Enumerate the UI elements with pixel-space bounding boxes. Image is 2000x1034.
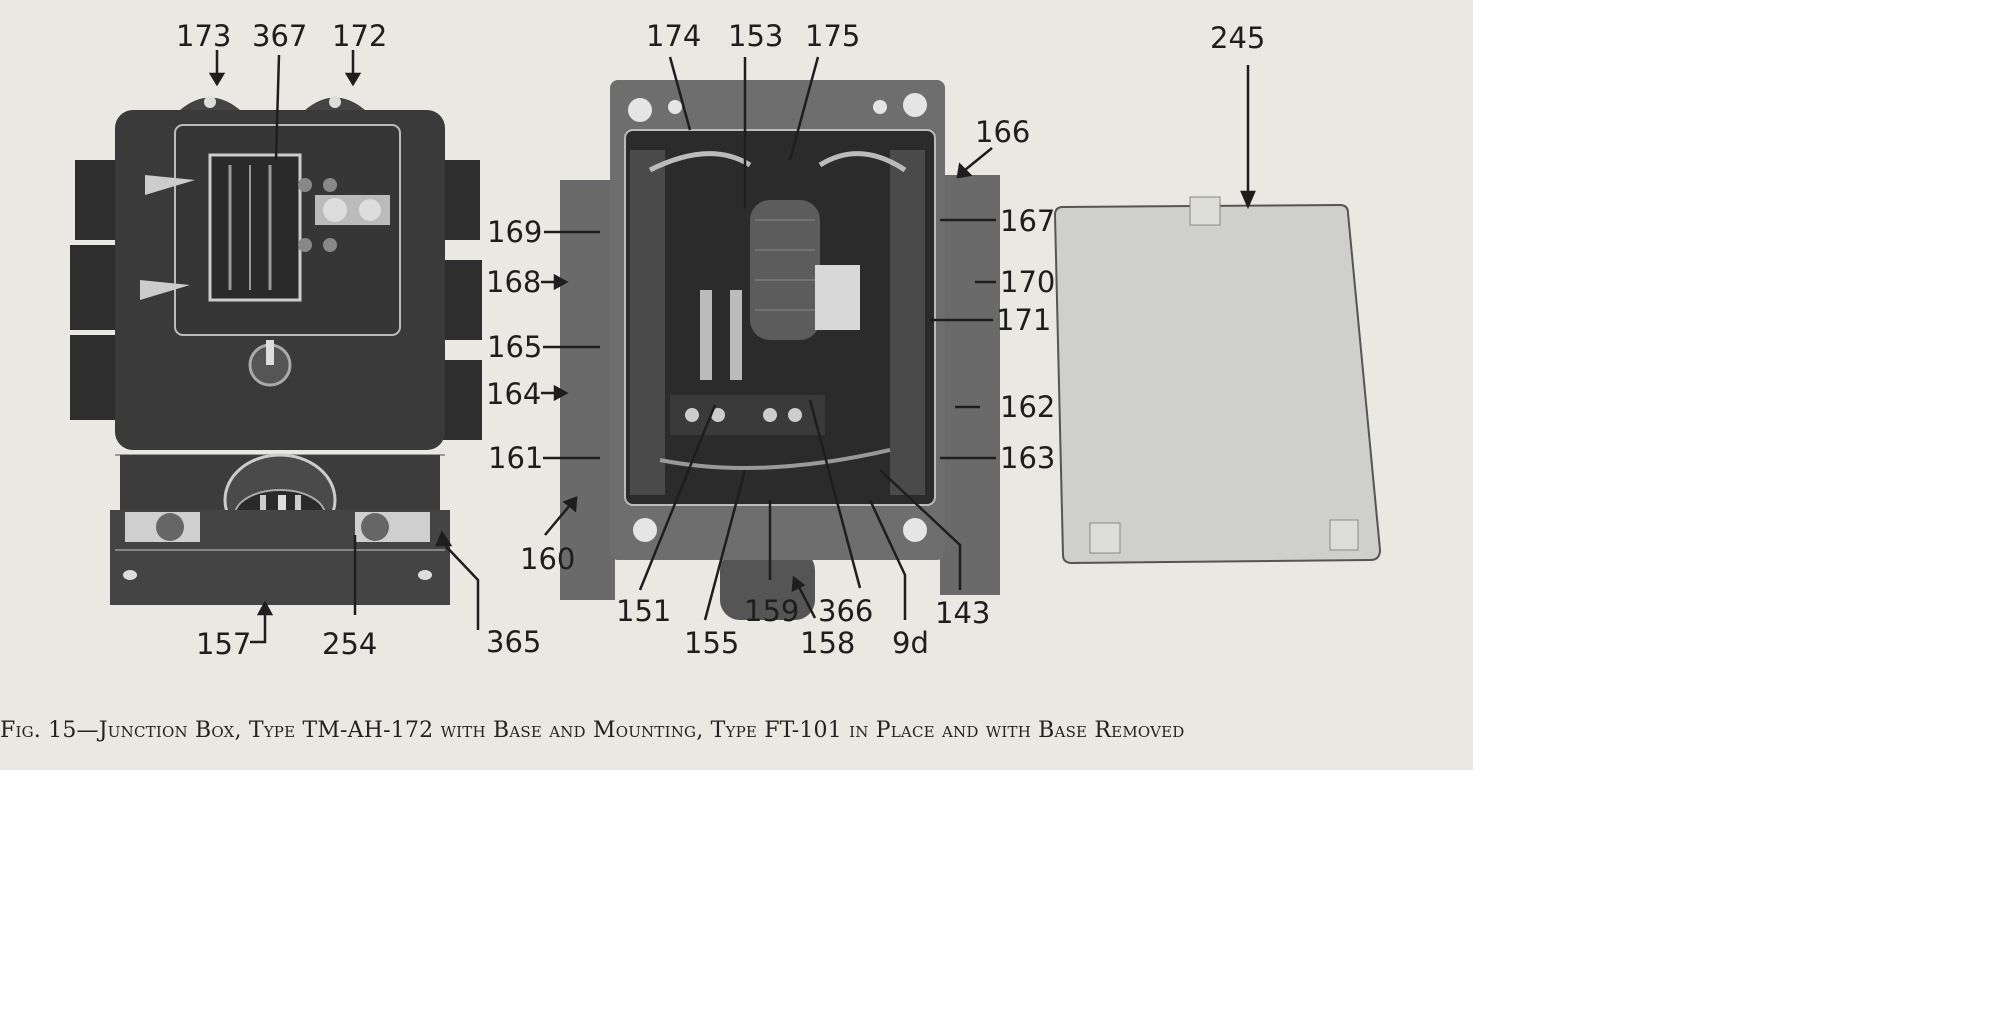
callout-162: 162 [1000,390,1056,424]
callout-170: 170 [1000,265,1056,299]
figure-caption: Fig. 15—Junction Box, Type TM-AH-172 wit… [0,718,1185,743]
callout-164: 164 [486,377,542,411]
callout-169: 169 [487,215,543,249]
callout-143: 143 [935,596,991,630]
callout-174: 174 [646,19,702,53]
callout-173: 173 [176,19,232,53]
junction-box-base-removed-photo [560,80,1000,620]
callout-367: 367 [252,19,308,53]
junction-box-assembled-photo [70,80,490,605]
callout-161: 161 [488,441,544,475]
callout-165: 165 [487,330,543,364]
callout-365: 365 [486,625,542,659]
callout-155: 155 [684,626,740,660]
callout-151: 151 [616,594,672,628]
callout-254: 254 [322,627,378,661]
callout-166: 166 [975,115,1031,149]
callout-leader-lines [208,50,1256,644]
callout-172: 172 [332,19,388,53]
callout-157: 157 [196,627,252,661]
callout-159: 159 [744,594,800,628]
callout-160: 160 [520,542,576,576]
callout-171: 171 [996,303,1052,337]
callout-163: 163 [1000,441,1056,475]
callout-153: 153 [728,19,784,53]
callout-168: 168 [486,265,542,299]
callout-167: 167 [1000,204,1056,238]
callout-9d: 9d [892,626,929,660]
callout-175: 175 [805,19,861,53]
callout-158: 158 [800,626,856,660]
callout-245: 245 [1210,21,1266,55]
callout-366: 366 [818,594,874,628]
base-cover-photo [1050,195,1385,565]
scanned-page: 173 367 172 157 254 365 174 153 175 166 … [0,0,1473,770]
